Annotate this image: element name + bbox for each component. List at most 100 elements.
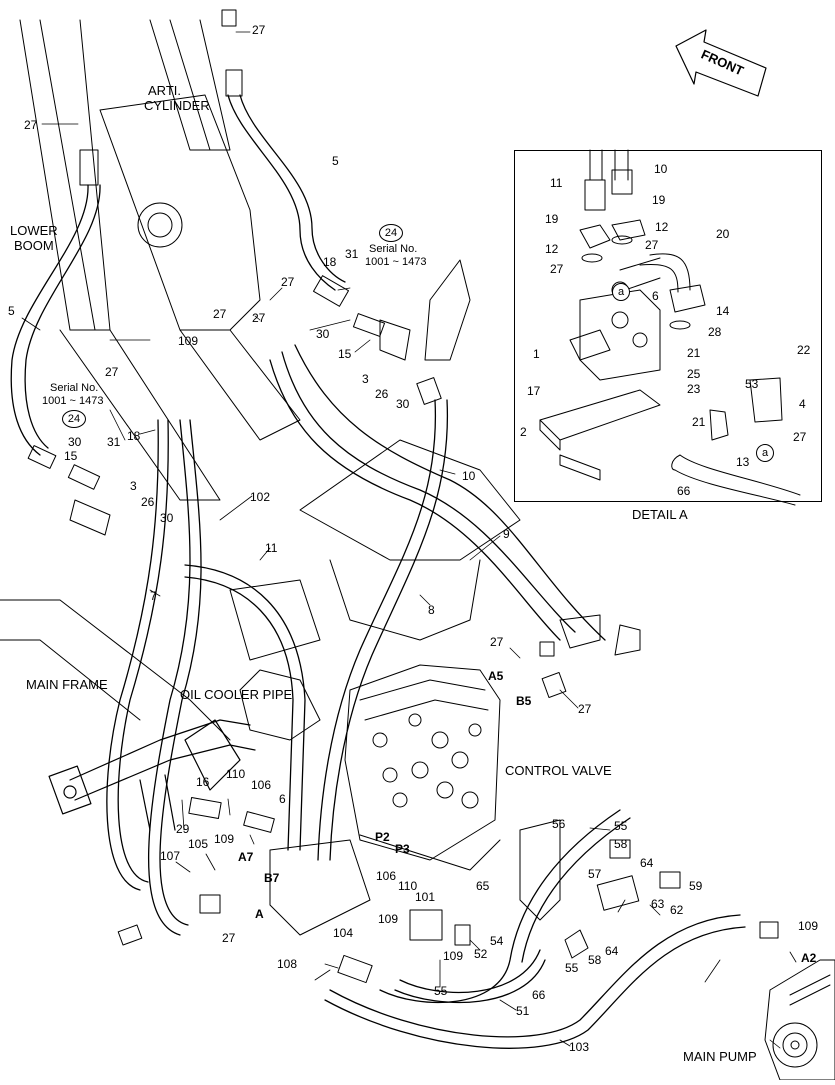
- callout-55: 55: [565, 961, 579, 975]
- detail-callout-17: 17: [527, 384, 541, 398]
- detail-callout-12: 12: [655, 220, 669, 234]
- main-pump-label: MAIN PUMP: [683, 1049, 757, 1064]
- callout-101: 101: [415, 890, 436, 904]
- callout-107: 107: [160, 849, 181, 863]
- main-frame-label: MAIN FRAME: [26, 677, 108, 692]
- detail-callout-19: 19: [652, 193, 666, 207]
- callout-51: 51: [516, 1004, 530, 1018]
- detail-callout-19: 19: [545, 212, 559, 226]
- detail-callout-2: 2: [520, 425, 527, 439]
- leader-lines: [21, 31, 797, 1049]
- port-b5: B5: [516, 694, 532, 708]
- callout-66: 66: [532, 988, 546, 1002]
- callout-56: 56: [552, 817, 566, 831]
- front-arrow: [675, 29, 767, 97]
- detail-ref-a: a: [756, 444, 774, 462]
- callout-106: 106: [376, 869, 397, 883]
- callout-110: 110: [226, 767, 246, 781]
- callout-108: 108: [277, 957, 298, 971]
- lower-boom-label-line1: LOWER: [10, 223, 58, 238]
- detail-callout-4: 4: [799, 397, 806, 411]
- callout-109: 109: [443, 949, 464, 963]
- callout-15: 15: [64, 449, 78, 463]
- detail-a-drawing: [539, 149, 801, 506]
- callout-30: 30: [396, 397, 410, 411]
- callout-31: 31: [107, 435, 121, 449]
- callout-11: 11: [265, 541, 278, 555]
- callout-26: 26: [141, 495, 155, 509]
- callout-64: 64: [605, 944, 619, 958]
- callout-109: 109: [214, 832, 235, 846]
- callout-10: 10: [462, 469, 476, 483]
- detail-a-frame: [514, 150, 822, 502]
- callout-54: 54: [490, 934, 504, 948]
- callout-59: 59: [689, 879, 703, 893]
- callout-106: 106: [251, 778, 272, 792]
- callout-27: 27: [578, 702, 592, 716]
- arti-cylinder-label-line2: CYLINDER: [144, 98, 210, 113]
- control-valve-label: CONTROL VALVE: [505, 763, 612, 778]
- callout-104: 104: [333, 926, 354, 940]
- callout-3: 3: [362, 372, 369, 386]
- callout-27: 27: [105, 365, 119, 379]
- control-valve-body: [344, 664, 501, 871]
- callout-18: 18: [127, 429, 141, 443]
- detail-callout-23: 23: [687, 382, 701, 396]
- port-a2: A2: [801, 951, 817, 965]
- callout-3: 3: [130, 479, 137, 493]
- callout-110: 110: [398, 879, 418, 893]
- port-p2: P2: [375, 830, 390, 844]
- detail-callout-53: 53: [745, 377, 759, 391]
- detail-ref-a: a: [612, 283, 630, 301]
- detail-callout-22: 22: [797, 343, 811, 357]
- callout-15: 15: [338, 347, 352, 361]
- serial-left-line1: Serial No.: [50, 382, 99, 394]
- callout-5: 5: [8, 304, 15, 318]
- detail-callout-1: 1: [533, 347, 540, 361]
- detail-callout-27: 27: [645, 238, 659, 252]
- callout-27: 27: [252, 311, 266, 325]
- detail-callout-20: 20: [716, 227, 730, 241]
- callout-58: 58: [614, 837, 628, 851]
- detail-a-label: DETAIL A: [632, 507, 688, 522]
- boom-structure: [0, 19, 521, 741]
- port-a: A: [255, 907, 264, 921]
- detail-callout-27: 27: [793, 430, 807, 444]
- callout-62: 62: [670, 903, 684, 917]
- port-b7: B7: [264, 871, 280, 885]
- callout-6: 6: [279, 792, 286, 806]
- callout-27: 27: [24, 118, 38, 132]
- detail-callout-27: 27: [550, 262, 564, 276]
- hose-lines: [10, 94, 746, 1049]
- oil-cooler-pipe: [48, 719, 256, 831]
- callout-27: 27: [281, 275, 295, 289]
- callout-105: 105: [188, 837, 209, 851]
- callout-16: 16: [196, 775, 210, 789]
- port-p3: P3: [395, 842, 410, 856]
- oil-cooler-pipe-label: OIL COOLER PIPE: [180, 687, 293, 702]
- detail-callout-14: 14: [716, 304, 730, 318]
- detail-callout-66: 66: [677, 484, 691, 498]
- ref-24-top: 24: [379, 224, 403, 242]
- callout-26: 26: [375, 387, 389, 401]
- fittings: [27, 9, 779, 984]
- detail-callout-6: 6: [652, 289, 659, 303]
- callout-109: 109: [378, 912, 399, 926]
- callout-30: 30: [316, 327, 330, 341]
- serial-top-line1: Serial No.: [369, 243, 418, 255]
- callout-9: 9: [503, 527, 510, 541]
- detail-callout-28: 28: [708, 325, 722, 339]
- callout-30: 30: [160, 511, 174, 525]
- callout-7: 7: [150, 589, 157, 603]
- callout-109: 109: [178, 334, 199, 348]
- callout-63: 63: [651, 897, 665, 911]
- detail-callout-11: 11: [550, 176, 563, 190]
- detail-callout-21: 21: [692, 415, 706, 429]
- callout-27: 27: [490, 635, 504, 649]
- callout-30: 30: [68, 435, 82, 449]
- lower-boom-label-line2: BOOM: [14, 238, 54, 253]
- callout-5: 5: [332, 154, 339, 168]
- callout-18: 18: [323, 255, 337, 269]
